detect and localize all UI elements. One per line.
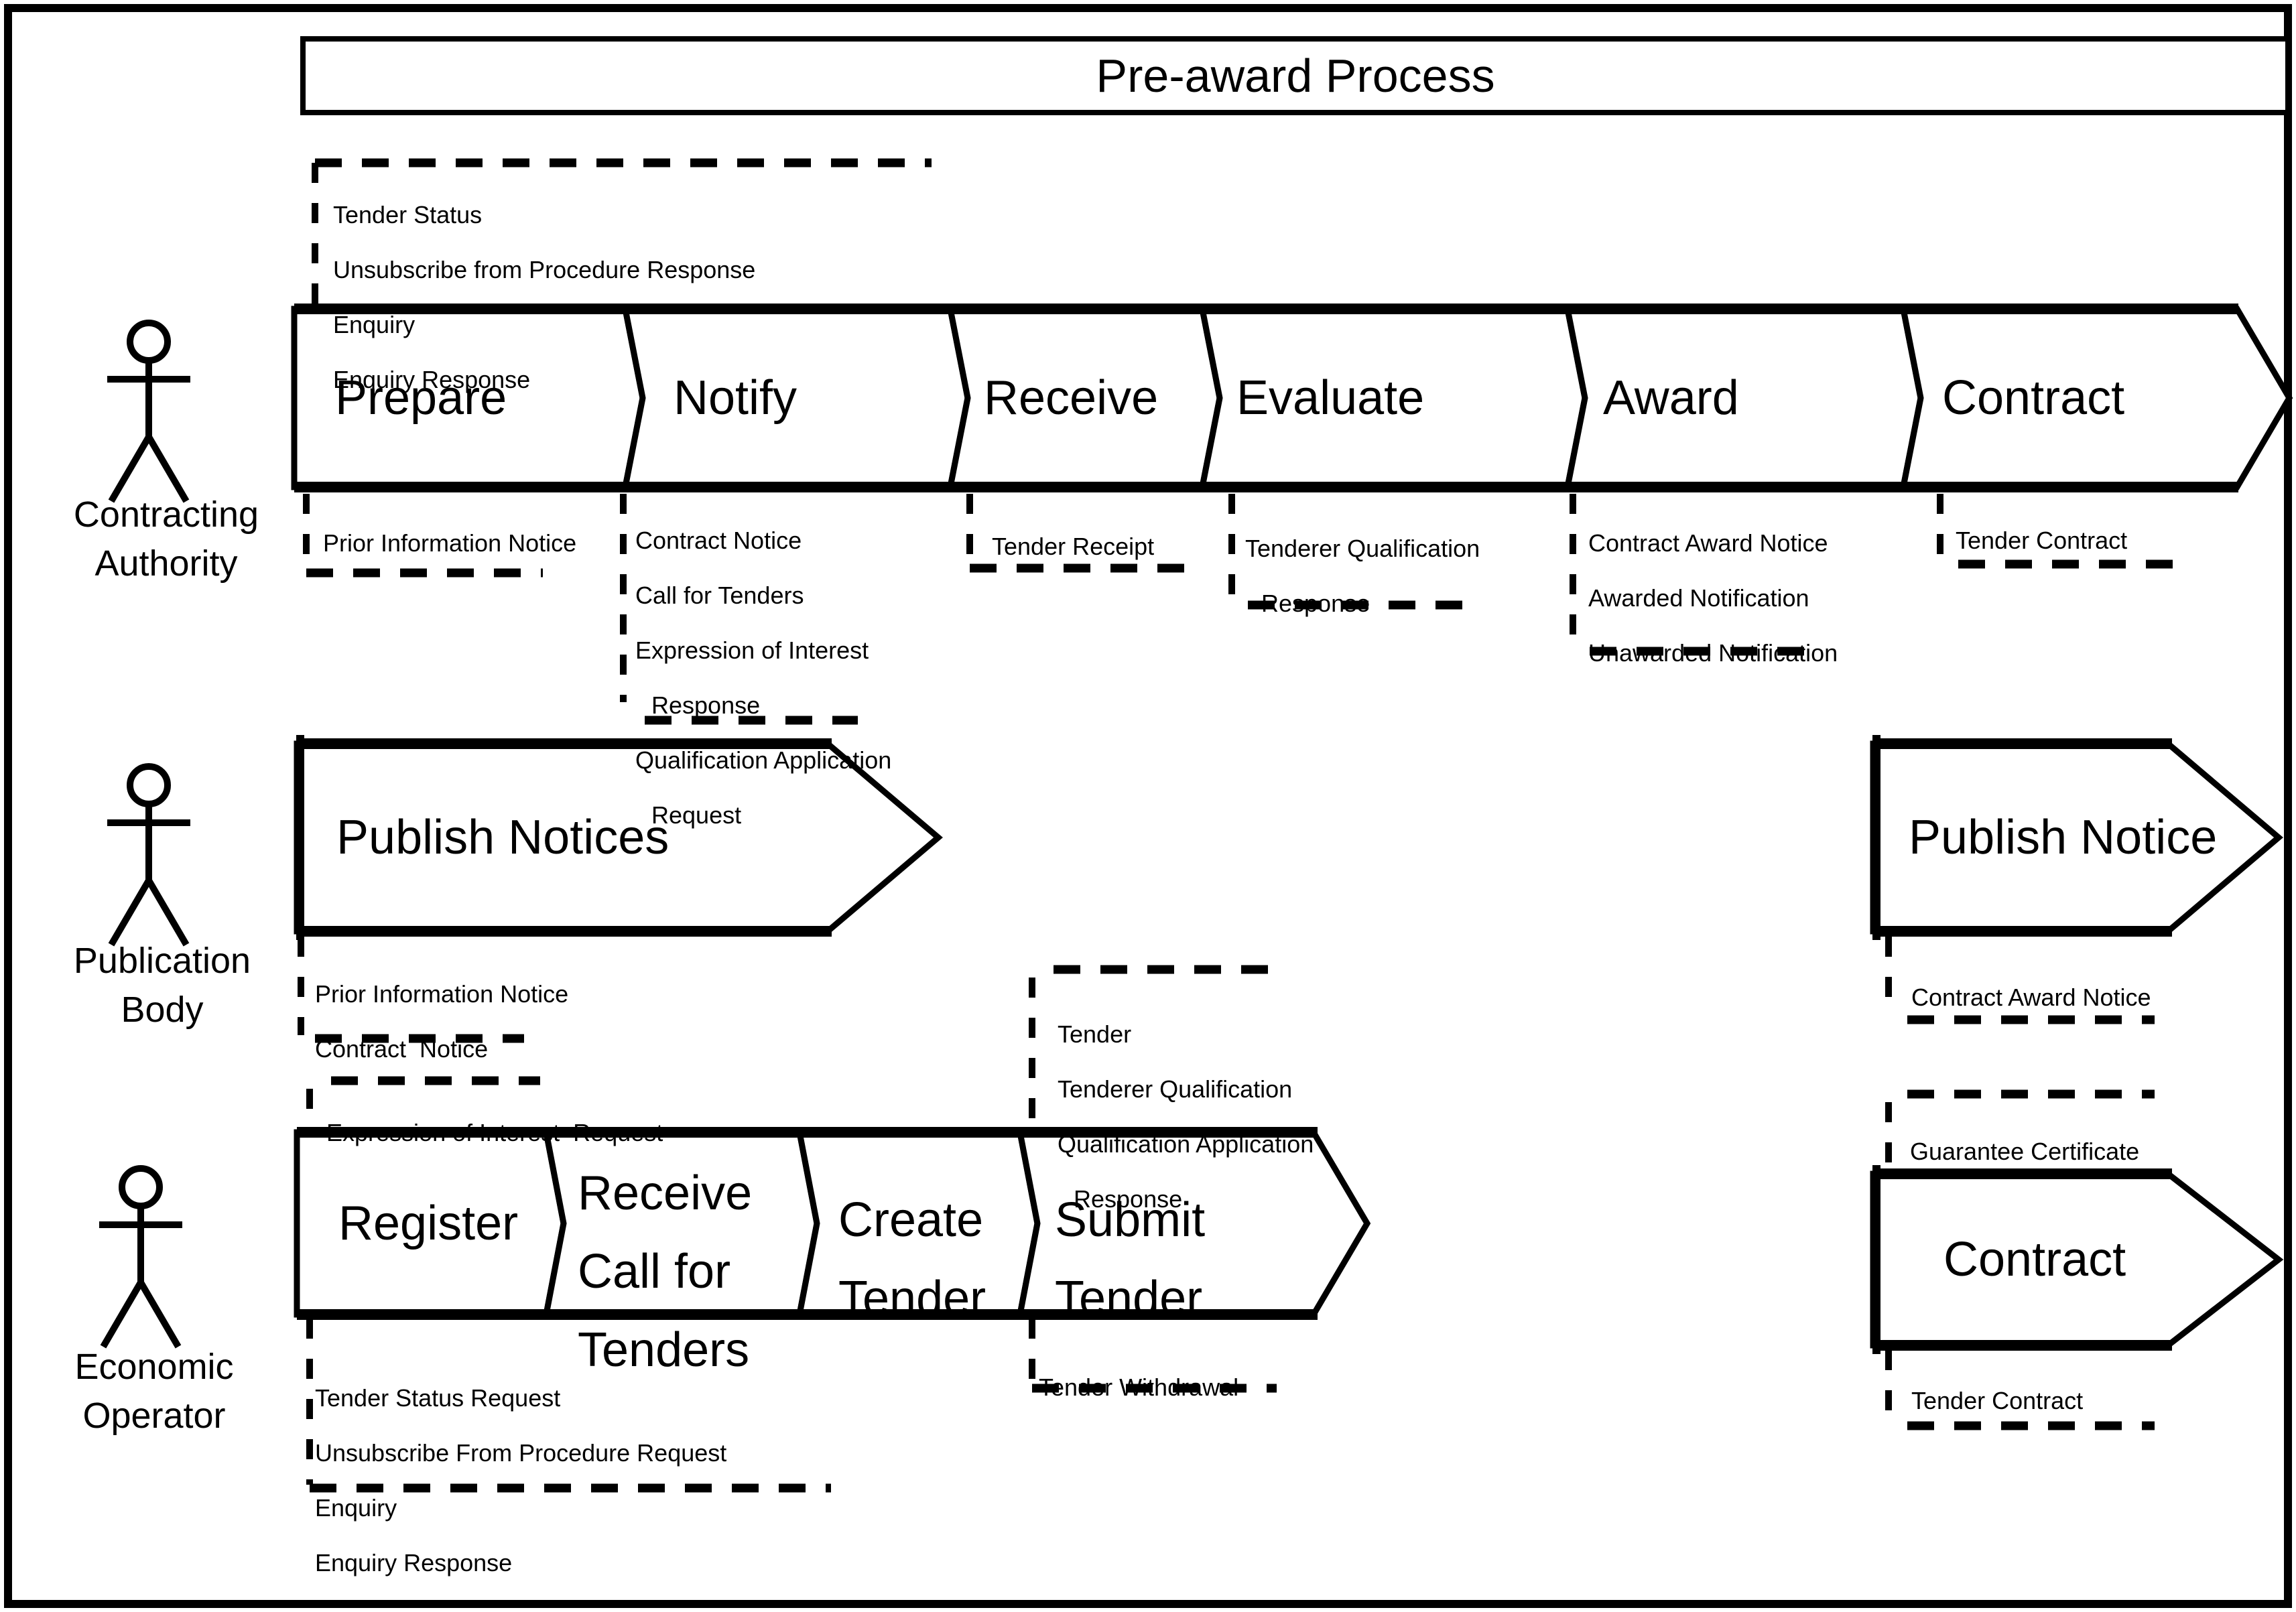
annotation-line: Contract Notice: [635, 527, 802, 554]
annotation-tender-withdrawal: Tender Withdrawal: [1039, 1348, 1238, 1427]
step-evaluate: Evaluate: [1236, 371, 1425, 425]
step-line: Create: [838, 1193, 984, 1247]
step-contract-eo: Contract: [1943, 1233, 2126, 1286]
annotation-line: Tender Contract: [1956, 527, 2128, 554]
annotation-register-outputs: Tender Status Request Unsubscribe From P…: [315, 1359, 726, 1603]
annotation-prepare-output: Prior Information Notice: [323, 504, 576, 583]
annotation-line: Expression of Interest Request: [326, 1119, 663, 1146]
actor-economic-operator-icon: [99, 1165, 182, 1349]
actor-label-contracting: Contracting: [73, 494, 259, 535]
step-submit-tender: Submit Tender: [1055, 1169, 1205, 1350]
annotation-ca-inputs: Tender Status Unsubscribe from Procedure…: [333, 176, 755, 419]
annotation-line: Unsubscribe From Procedure Request: [315, 1439, 727, 1467]
annotation-line: Response: [1261, 590, 1370, 617]
annotation-eo-tender-contract: Tender Contract: [1911, 1361, 2083, 1440]
step-line: Call for: [578, 1245, 731, 1298]
annotation-contract-output: Tender Contract: [1956, 501, 2127, 580]
annotation-line: Tender Status: [333, 201, 483, 228]
actor-label-authority: Authority: [94, 543, 238, 584]
annotation-line: Unsubscribe from Procedure Response: [333, 256, 756, 283]
annotation-line: Tender Receipt: [992, 533, 1155, 560]
annotation-award-outputs: Contract Award Notice Awarded Notificati…: [1588, 504, 1838, 693]
step-award: Award: [1603, 371, 1739, 425]
annotation-submit-inputs: Tender Tenderer Qualification Qualificat…: [1058, 995, 1314, 1239]
step-create-tender: Create Tender: [838, 1169, 986, 1350]
annotation-expression-of-interest: Expression of Interest Request: [326, 1093, 663, 1172]
annotation-publish-notices-outputs: Prior Information Notice Contract Notice: [315, 955, 568, 1089]
annotation-line: Tenderer Qualification: [1245, 535, 1480, 562]
annotation-line: Call for Tenders: [635, 582, 804, 609]
title-box: [300, 36, 2291, 115]
step-line: Tender: [838, 1272, 986, 1325]
annotation-line: Tender Contract: [1911, 1387, 2084, 1414]
step-line: Submit: [1055, 1193, 1206, 1247]
step-receive-call-for-tenders: Receive Call for Tenders: [578, 1142, 752, 1402]
annotation-line: Tender Status Request: [315, 1384, 561, 1412]
annotation-line: Request: [651, 801, 742, 829]
annotation-line: Tender: [1058, 1020, 1132, 1048]
annotation-notify-outputs: Contract Notice Call for Tenders Express…: [635, 501, 891, 855]
annotation-receive-output: Tender Receipt: [992, 507, 1154, 586]
step-register: Register: [338, 1197, 519, 1250]
annotation-publish-notice-output: Contract Award Notice: [1911, 958, 2151, 1037]
annotation-line: Unawarded Notification: [1588, 639, 1838, 667]
annotation-line: Qualification Application: [1058, 1130, 1314, 1158]
actor-contracting-authority-icon: [107, 320, 190, 503]
annotation-line: Awarded Notification: [1588, 584, 1809, 612]
step-line: Tenders: [578, 1323, 750, 1377]
actor-label-body: Body: [121, 990, 204, 1030]
page-title: Pre-award Process: [1096, 50, 1495, 102]
annotation-guarantee-certificate: Guarantee Certificate: [1910, 1112, 2139, 1191]
diagram-border: [4, 4, 2292, 1608]
step-publish-notices: Publish Notices: [336, 811, 669, 864]
annotation-line: Enquiry Response: [315, 1549, 513, 1576]
annotation-line: Contract Award Notice: [1588, 529, 1828, 557]
annotation-line: Tenderer Qualification: [1058, 1075, 1293, 1103]
annotation-line: Contract Notice: [315, 1035, 489, 1063]
step-prepare: Prepare: [335, 371, 507, 425]
annotation-line: Enquiry: [315, 1494, 397, 1522]
annotation-line: Contract Award Notice: [1911, 984, 2151, 1011]
actor-label-economic: Economic: [74, 1347, 234, 1387]
annotation-line: Enquiry Response: [333, 366, 531, 393]
actor-label-operator: Operator: [82, 1396, 226, 1436]
annotation-line: Guarantee Certificate: [1910, 1138, 2140, 1165]
annotation-line: Expression of Interest: [635, 636, 869, 664]
actor-publication-body-icon: [107, 763, 190, 947]
annotation-line: Qualification Application: [635, 746, 892, 774]
actor-label-publication: Publication: [73, 941, 251, 981]
annotation-line: Response: [651, 691, 761, 719]
step-receive: Receive: [984, 371, 1159, 425]
annotation-line: Enquiry: [333, 311, 416, 338]
title-box-text: Pre-award Process: [303, 39, 2288, 113]
step-contract: Contract: [1942, 371, 2125, 425]
dashed-connectors: [298, 158, 2175, 1493]
annotation-evaluate-output: Tenderer Qualification Response: [1245, 509, 1480, 643]
annotation-line: Response: [1074, 1185, 1183, 1213]
annotation-line: Tender Withdrawal: [1039, 1373, 1239, 1401]
step-line: Tender: [1055, 1272, 1203, 1325]
step-line: Receive: [578, 1166, 753, 1220]
row-contracting-authority: [291, 306, 2293, 490]
step-notify: Notify: [674, 371, 798, 425]
annotation-line: Prior Information Notice: [315, 980, 569, 1008]
step-publish-notice: Publish Notice: [1909, 811, 2218, 864]
annotation-line: Prior Information Notice: [323, 529, 577, 557]
